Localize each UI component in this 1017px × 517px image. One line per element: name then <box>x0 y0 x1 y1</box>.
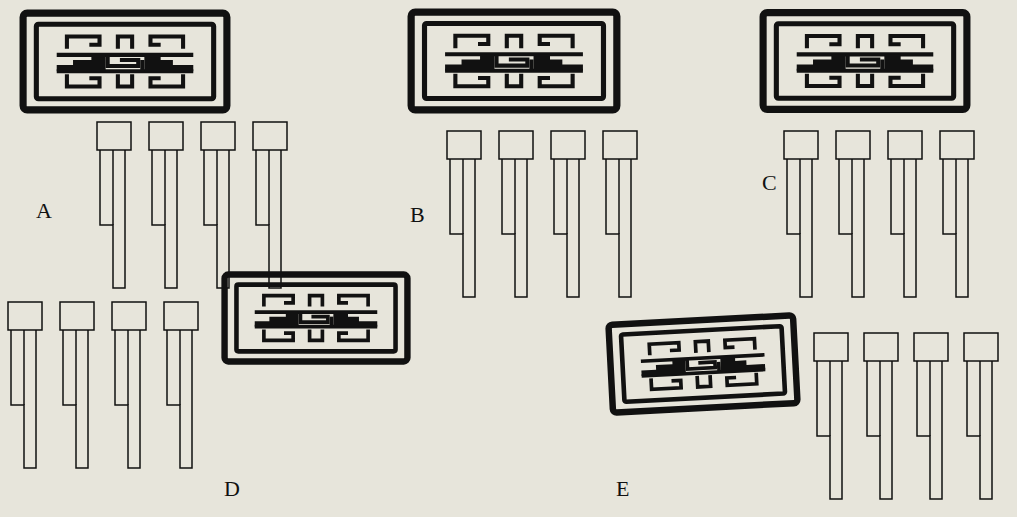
tab-strip <box>940 131 974 297</box>
tab-strip <box>447 131 481 297</box>
tab-strip <box>888 131 922 297</box>
figure-letter: B <box>410 204 425 226</box>
tab-strip <box>814 333 848 499</box>
fret-motif <box>608 315 797 412</box>
tab-strip <box>836 131 870 297</box>
tab-strip <box>8 302 42 468</box>
tab-strip <box>201 122 235 288</box>
tab-strip <box>603 131 637 297</box>
tab-strip <box>149 122 183 288</box>
figure-letter: E <box>616 478 629 500</box>
tab-strip <box>964 333 998 499</box>
tab-strip <box>914 333 948 499</box>
tab-strip <box>112 302 146 468</box>
fret-motif <box>411 12 617 110</box>
fret-motif <box>763 13 967 110</box>
tab-strip <box>499 131 533 297</box>
tab-strip <box>253 122 287 288</box>
tab-strip <box>551 131 585 297</box>
tab-strip <box>864 333 898 499</box>
fret-motif <box>225 275 408 362</box>
fret-motif <box>23 13 227 110</box>
figure-letter: C <box>762 172 777 194</box>
tab-strip <box>784 131 818 297</box>
tab-strip <box>97 122 131 288</box>
tab-strip <box>164 302 198 468</box>
tab-strip <box>60 302 94 468</box>
figure-letter: A <box>36 200 52 222</box>
figure-letter: D <box>224 478 240 500</box>
